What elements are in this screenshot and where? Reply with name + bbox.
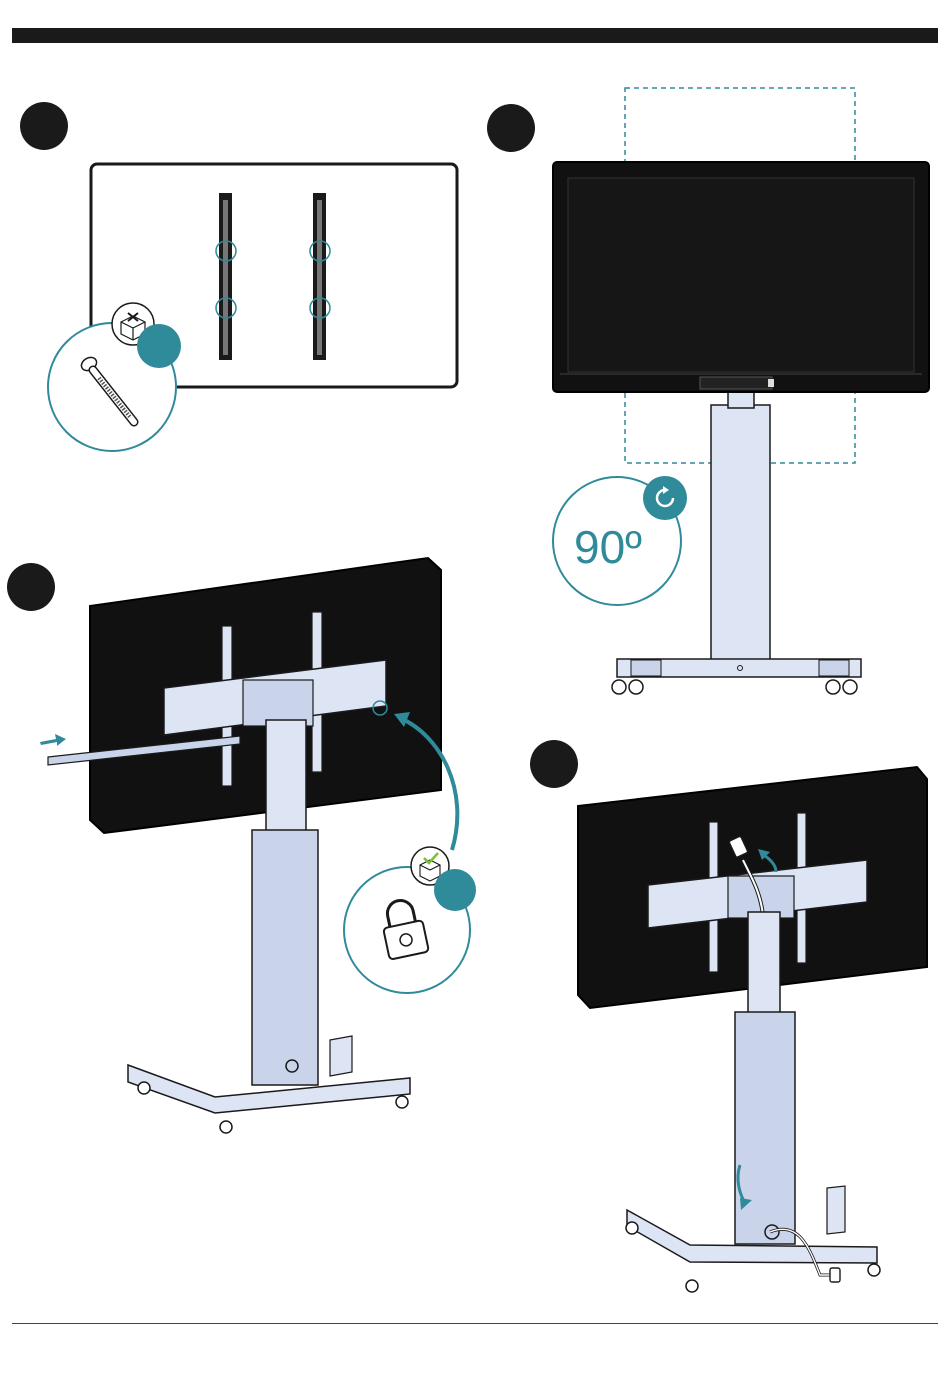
casters	[612, 680, 857, 694]
step-1-illustration	[48, 164, 457, 451]
step-2-illustration: 90º	[553, 88, 929, 694]
rotation-angle-label: 90º	[574, 521, 642, 573]
footer-rule	[12, 1323, 938, 1324]
step-4-illustration	[578, 767, 927, 1292]
insert-arrow-icon	[40, 734, 66, 746]
step-3-illustration	[40, 558, 476, 1133]
